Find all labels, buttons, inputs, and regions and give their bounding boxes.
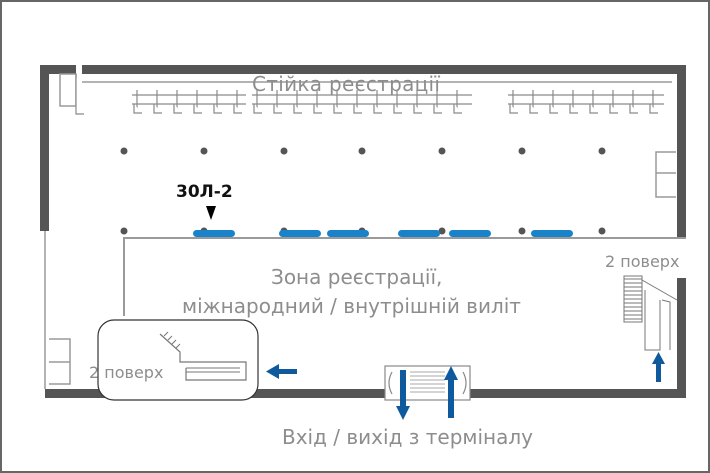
wall-top-left-stub [40, 65, 76, 74]
left-fixture [49, 338, 71, 385]
wall-left-upper [40, 65, 49, 231]
column [120, 147, 128, 155]
triangle-down-icon [206, 206, 216, 220]
checkin-desk-label: Стійка реєстрації [252, 72, 441, 96]
gate-bar [279, 230, 321, 237]
escalator-bubble [97, 319, 259, 401]
gate-label: 30Л-2 [176, 182, 233, 202]
zone-boundary [123, 237, 686, 316]
desk-separators [512, 90, 654, 110]
escalator-outline [159, 333, 247, 381]
escalator-left [97, 319, 259, 401]
entrance-doors [384, 365, 471, 401]
column [598, 147, 606, 155]
wall-right-lower [677, 278, 686, 398]
column [280, 147, 288, 155]
arrow-left-icon [266, 364, 297, 379]
desk-seats [133, 104, 242, 114]
floor-label-right: 2 поверх [605, 252, 680, 271]
column [438, 147, 446, 155]
floor-label-left: 2 поверх [89, 363, 164, 382]
desk-seats [509, 104, 658, 114]
checkin-counters-left [75, 74, 664, 115]
interior-lines [44, 73, 686, 389]
stairs-rail [661, 299, 671, 350]
column [438, 227, 446, 235]
revolving-door [384, 365, 471, 401]
entrance-label: Вхід / вихід з терміналу [282, 425, 533, 449]
wall-top [82, 65, 686, 74]
stairs-right [623, 275, 678, 351]
gate-bar [398, 230, 440, 237]
desk-divider [75, 74, 84, 115]
arrow-up-icon [444, 366, 458, 418]
zone-label-line1: Зона реєстрації, [271, 265, 443, 289]
arrow-up-icon [652, 352, 665, 382]
gate-bar [327, 230, 369, 237]
wall-right-upper [677, 65, 686, 238]
stairs-steps [624, 278, 642, 320]
desk-counter [252, 94, 472, 105]
column [120, 227, 128, 235]
desk-counter [132, 94, 246, 105]
desk-separators [136, 90, 238, 110]
gate-bar [449, 230, 491, 237]
wall-bottom-right [470, 389, 686, 398]
desk-separators [256, 90, 458, 110]
column [358, 147, 366, 155]
escalator-belt [186, 367, 240, 373]
zone-label-line2: міжнародний / внутрішній виліт [182, 294, 521, 318]
gate-markers [193, 230, 573, 237]
door-panels [410, 371, 445, 393]
desk-group-1 [75, 74, 472, 115]
desk-counter [508, 94, 664, 105]
stairs-landing [641, 279, 678, 351]
right-fixture [655, 151, 676, 198]
column [598, 227, 606, 235]
column [518, 147, 526, 155]
desk-seats [253, 104, 462, 114]
door-arcs [388, 371, 467, 395]
escalator-steps [163, 331, 181, 349]
arrow-down-icon [396, 370, 410, 420]
column [518, 227, 526, 235]
gate-bar [193, 230, 235, 237]
gate-bar [531, 230, 573, 237]
column [200, 147, 208, 155]
desk-group-2 [508, 90, 664, 114]
